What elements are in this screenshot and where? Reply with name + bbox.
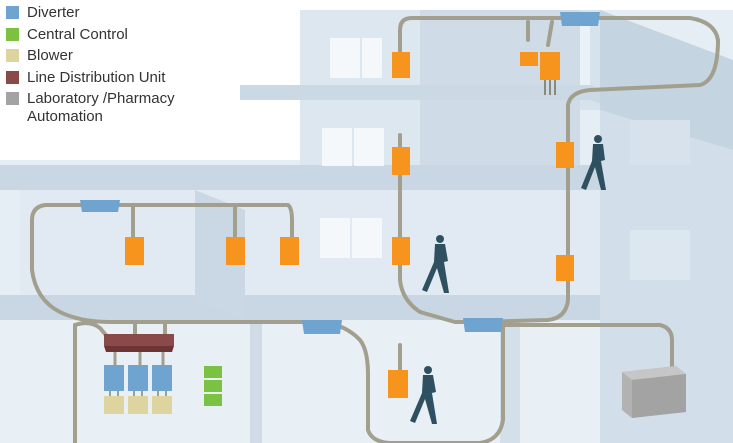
legend-item-blower: Blower (6, 47, 175, 69)
blower-swatch-icon (6, 49, 19, 62)
person-icon (410, 366, 437, 424)
station (556, 255, 574, 281)
diverters (80, 12, 600, 334)
station (556, 142, 574, 168)
people (410, 135, 606, 424)
line-distribution-unit (104, 334, 174, 365)
person-icon (581, 135, 606, 190)
legend-label: Laboratory /Pharmacy Automation (27, 90, 175, 125)
legend-item-diverter: Diverter (6, 4, 175, 26)
diverter (463, 318, 503, 332)
building-structure (0, 10, 733, 443)
tube-network (30, 16, 720, 443)
station (280, 237, 299, 265)
station (392, 237, 410, 265)
station (392, 52, 410, 78)
legend-label: Diverter (27, 4, 80, 21)
diverter (80, 200, 120, 212)
station (520, 52, 538, 66)
station (125, 237, 144, 265)
station-tubes (544, 80, 556, 95)
legend: Diverter Central Control Blower Line Dis… (6, 4, 175, 125)
legend-label: Line Distribution Unit (27, 68, 166, 86)
station (392, 147, 410, 175)
legend-label: Blower (27, 47, 73, 64)
blowers (104, 396, 172, 414)
central-control (204, 366, 222, 406)
person-icon (422, 235, 449, 293)
send-receive-stations (125, 52, 574, 398)
station (388, 370, 408, 398)
laboratory-pharmacy-automation-swatch-icon (6, 92, 19, 105)
central-control-swatch-icon (6, 27, 19, 41)
station (226, 237, 245, 265)
station (540, 52, 560, 80)
legend-item-laboratory-pharmacy-automation: Laboratory /Pharmacy Automation (6, 90, 175, 125)
legend-item-line-distribution-unit: Line Distribution Unit (6, 69, 175, 91)
diverter (302, 320, 342, 334)
diverter-stack (104, 365, 172, 391)
diverter-swatch-icon (6, 6, 19, 19)
laboratory-pharmacy-automation-unit (622, 366, 686, 418)
legend-label: Central Control (27, 25, 128, 43)
diverter (560, 12, 600, 26)
line-distribution-unit-swatch-icon (6, 70, 19, 84)
legend-item-central-control: Central Control (6, 26, 175, 48)
blower-links (109, 391, 167, 396)
